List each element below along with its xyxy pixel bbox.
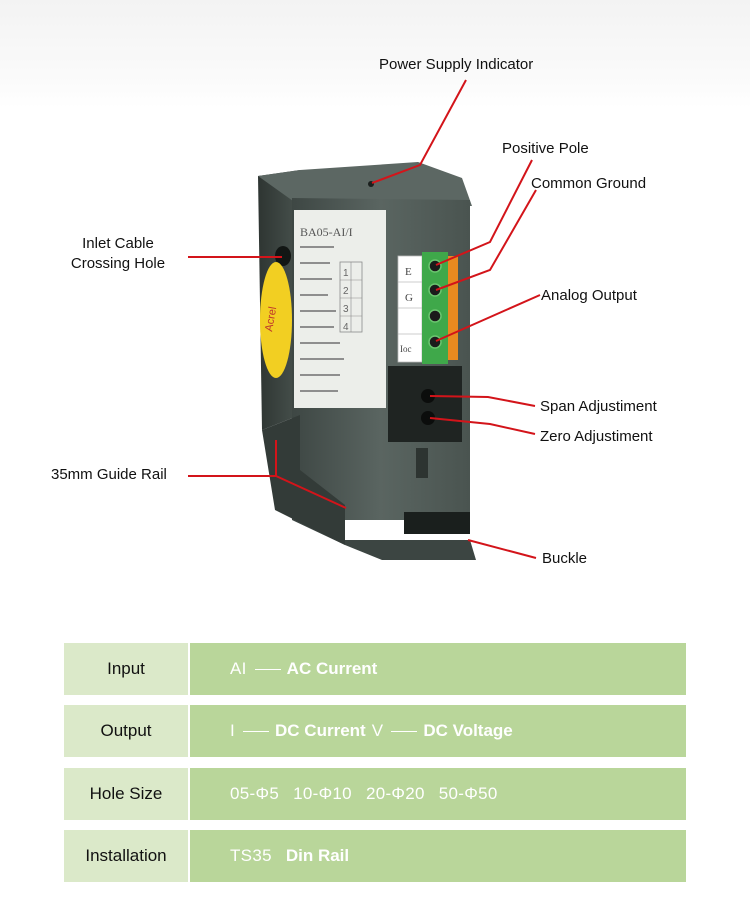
sticker-brand-text: Acrel	[263, 306, 279, 333]
spec-value: TS35 Din Rail	[190, 830, 686, 882]
spec-value: AI AC Current	[190, 643, 686, 695]
callout-inlet-cable: Inlet Cable Crossing Hole	[60, 234, 176, 274]
spec-row-installation: Installation TS35 Din Rail	[64, 830, 686, 882]
callout-buckle: Buckle	[542, 550, 588, 567]
terminal-label-e: E	[405, 266, 412, 278]
spec-row-hole-size: Hole Size 05-Φ5 10-Φ10 20-Φ20 50-Φ50	[64, 768, 686, 820]
callout-common-ground: Common Ground	[531, 175, 647, 192]
brand-sticker	[260, 262, 292, 378]
buckle	[404, 448, 470, 534]
spec-part: 05-Φ5	[230, 784, 280, 803]
spec-part: I	[230, 721, 236, 740]
terminal-label-g: G	[405, 292, 413, 304]
spec-part: 50-Φ50	[438, 784, 498, 803]
spec-part: DC Voltage	[423, 721, 513, 740]
spec-separator	[391, 730, 418, 732]
product-photo: BA05-AI/I 1 2 3 4 Acrel E G Ioc	[188, 79, 541, 560]
spec-separator	[254, 668, 281, 670]
device-model-text: BA05-AI/I	[300, 225, 353, 239]
adjustment-panel	[388, 366, 462, 442]
spec-value: I DC Current V DC Voltage	[190, 705, 686, 757]
device-number-2: 2	[343, 286, 349, 297]
callout-zero-adjustment: Zero Adjustiment	[540, 428, 653, 445]
spec-row-input: Input AI AC Current	[64, 643, 686, 695]
spec-label: Input	[64, 643, 188, 695]
device-label	[294, 210, 386, 408]
terminal-label-ioc: Ioc	[400, 344, 412, 354]
top-background-band	[0, 0, 750, 108]
callout-analog-output: Analog Output	[541, 287, 637, 304]
spec-label: Installation	[64, 830, 188, 882]
spec-part: DC Current	[275, 721, 366, 740]
callout-span-adjustment: Span Adjustiment	[540, 398, 657, 415]
device-number-4: 4	[343, 322, 349, 333]
spec-part: AC Current	[286, 659, 378, 678]
spec-part: AI	[230, 659, 247, 678]
callout-guide-rail: 35mm Guide Rail	[51, 466, 167, 483]
leader-lines	[188, 79, 541, 559]
spec-value: 05-Φ5 10-Φ10 20-Φ20 50-Φ50	[190, 768, 686, 820]
spec-part: 10-Φ10	[293, 784, 352, 803]
spec-part: TS35	[230, 846, 272, 865]
callout-inlet-cable-line1: Inlet Cable	[82, 235, 154, 252]
spec-part: V	[371, 721, 384, 740]
terminal-block	[397, 252, 458, 364]
callout-inlet-cable-line2: Crossing Hole	[70, 255, 166, 272]
callout-power-supply-indicator: Power Supply Indicator	[379, 56, 534, 73]
callout-positive-pole: Positive Pole	[502, 140, 589, 157]
inlet-hole	[275, 246, 291, 266]
spec-label: Hole Size	[64, 768, 188, 820]
spec-part: Din Rail	[285, 846, 350, 865]
spec-separator	[243, 730, 270, 732]
spec-label: Output	[64, 705, 188, 757]
device-number-1: 1	[343, 268, 349, 279]
device-number-3: 3	[343, 304, 349, 315]
spec-row-output: Output I DC Current V DC Voltage	[64, 705, 686, 757]
spec-part: 20-Φ20	[365, 784, 425, 803]
